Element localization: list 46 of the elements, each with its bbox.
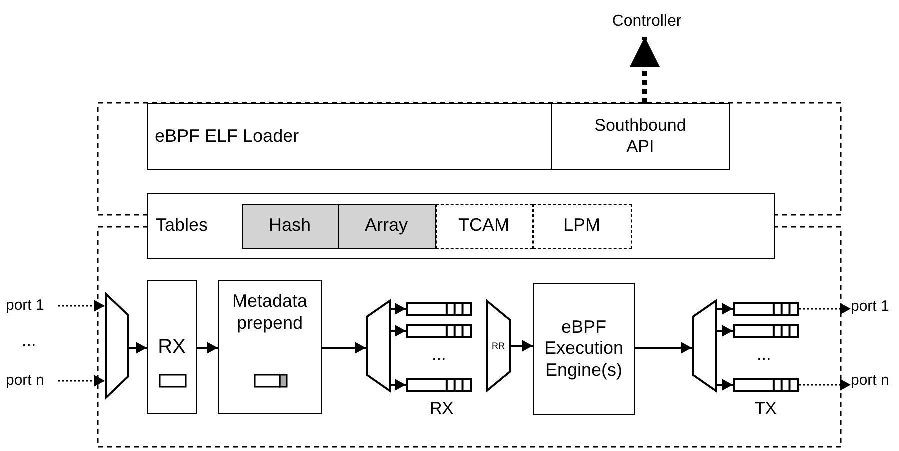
arrow: [322, 342, 366, 354]
queue-box: [406, 378, 472, 392]
arrow: [58, 375, 105, 387]
tables-box: Tables Hash Array TCAM LPM: [147, 193, 775, 259]
loader-box: eBPF ELF Loader: [147, 103, 552, 170]
arrow: [197, 342, 218, 354]
port-label: port 1: [6, 297, 58, 315]
caption-text: ...: [757, 346, 772, 364]
table-type-box: Array: [338, 204, 436, 248]
arrow: [511, 340, 533, 352]
rx-box: RX: [147, 280, 197, 414]
demultiplexer-shape: [692, 300, 717, 392]
caption-text: TX: [755, 400, 777, 418]
api-box: Southbound API: [551, 103, 730, 170]
scheduler-shape: RR: [486, 300, 511, 392]
queue-box: [733, 324, 799, 338]
metadata-box: Metadata prepend: [218, 280, 322, 414]
queue-box: [733, 378, 799, 392]
arrow: [799, 379, 851, 391]
arrow: [58, 300, 105, 312]
caption-text: ...: [22, 332, 36, 350]
multiplexer-shape: [105, 293, 129, 399]
port-label: port n: [6, 372, 58, 390]
table-type-box: TCAM: [436, 204, 532, 248]
arrow: [717, 325, 733, 337]
engine-box: eBPF Execution Engine(s): [533, 283, 635, 415]
port-label: port n: [851, 372, 899, 390]
arrow: [391, 379, 406, 391]
arrow: [630, 37, 660, 103]
arrow: [717, 303, 733, 315]
queue-box: [733, 302, 799, 316]
queue-box: [406, 302, 472, 316]
arrow: [635, 342, 692, 354]
table-type-box: LPM: [532, 204, 632, 248]
caption-text: ...: [432, 346, 446, 364]
arrow: [799, 303, 851, 315]
caption-text: RX: [430, 400, 454, 418]
controller-label: Controller: [600, 6, 694, 37]
queue-box: [406, 324, 472, 338]
arrow: [717, 379, 733, 391]
demultiplexer-shape: [366, 300, 391, 392]
arrow: [129, 342, 147, 354]
table-type-box: Hash: [242, 204, 338, 248]
arrow: [391, 303, 406, 315]
port-label: port 1: [851, 298, 899, 316]
arrow: [391, 325, 406, 337]
